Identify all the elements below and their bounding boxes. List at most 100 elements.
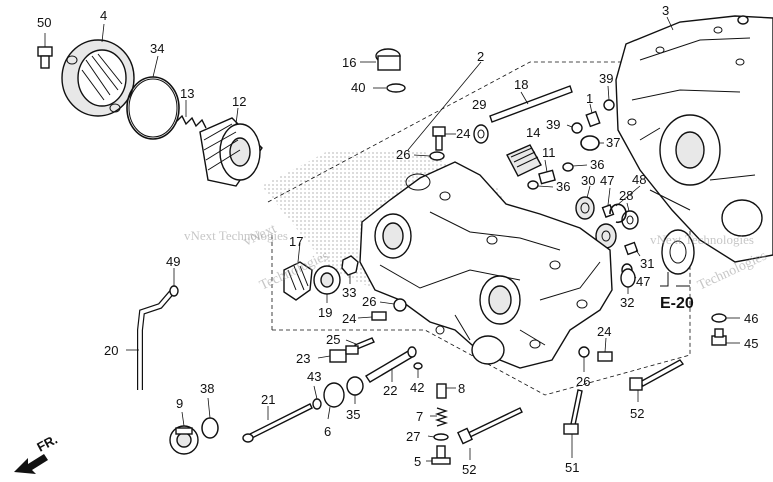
callout-9: 9 [176,396,183,411]
callout-40: 40 [351,80,365,95]
callout-14: 14 [526,125,540,140]
watermark-5: vNext Technologies [650,232,754,247]
part-52-bolt-b [629,359,685,402]
callout-26-top: 26 [396,147,410,162]
callout-31: 31 [640,256,654,271]
callout-21: 21 [261,392,275,407]
part-31-pin [624,241,641,257]
part-2-crankcase-cover [359,61,613,369]
part-12-oil-filter [199,107,263,187]
front-arrow-icon [14,454,48,474]
part-26-washer-top [413,151,445,161]
callout-47-low: 47 [636,274,650,289]
callout-49: 49 [166,254,180,269]
part-9-drain-plug [169,411,199,455]
part-24-bolt-mid [357,311,387,321]
callout-12: 12 [232,94,246,109]
callout-26-mid: 26 [362,294,376,309]
part-37-o-ring [580,135,604,151]
callout-6: 6 [324,424,331,439]
part-39-washer-b [566,122,583,134]
group-outline-bolts [272,215,691,396]
callout-50: 50 [37,15,51,30]
callout-8: 8 [458,381,465,396]
part-50-bolt [37,33,53,69]
callout-4: 4 [100,8,107,23]
part-1-pin [585,103,601,128]
part-39-washer-a [603,85,615,111]
part-11-dowel [538,159,556,185]
part-8-pin [436,383,456,399]
callout-42: 42 [410,380,424,395]
part-4-filter-cover [61,23,135,117]
callout-13: 13 [180,86,194,101]
callout-16: 16 [342,55,356,70]
part-7-spring [430,407,449,427]
part-21-rod [242,403,313,443]
part-18-shaft [489,85,573,123]
callout-33: 33 [342,285,356,300]
part-42-pin [413,362,423,378]
callout-23: 23 [296,351,310,366]
part-5-bolt [426,445,451,465]
part-19-gear [313,265,341,303]
callout-28: 28 [619,188,633,203]
part-34-o-ring [126,55,180,140]
part-40-o-ring [373,83,406,93]
part-52-bolt-a [457,407,523,460]
front-label: FR. [34,432,60,455]
callout-38: 38 [200,381,214,396]
part-23-sensor [317,345,359,363]
group-outline-2 [267,61,691,208]
callout-19: 19 [318,305,332,320]
callout-45: 45 [744,336,758,351]
watermark-1: vNext Technologies [184,228,288,243]
callout-3: 3 [662,3,669,18]
callout-37: 37 [606,135,620,150]
callout-35: 35 [346,407,360,422]
callout-32: 32 [620,295,634,310]
callout-2: 2 [477,49,484,64]
part-13-spring [175,100,207,129]
callout-24-low: 24 [597,324,611,339]
part-32-seal [620,268,636,294]
callout-51: 51 [565,460,579,475]
part-49-clip [169,268,179,297]
part-36-o-ring-a [562,162,588,172]
watermark-3: vNext [241,222,278,250]
callout-24-mid: 24 [342,311,356,326]
part-46-washer [711,313,740,323]
part-43-o-ring [312,385,322,410]
part-e20-seal [660,229,695,287]
callout-29: 29 [472,97,486,112]
callout-24-top: 24 [456,126,470,141]
part-14-plate [506,144,542,177]
part-24-bolt-lower [597,337,613,362]
part-26-washer-lower [578,346,590,372]
callout-43: 43 [307,369,321,384]
callout-52-left: 52 [462,462,476,477]
callout-46: 46 [744,311,758,326]
part-47-dowel-a [601,187,615,218]
callout-36-a: 36 [590,157,604,172]
callout-48: 48 [632,172,646,187]
part-6-collar [323,382,345,420]
callout-34: 34 [150,41,164,56]
part-38-washer [201,397,219,439]
callout-7: 7 [416,409,423,424]
callout-26-low: 26 [576,374,590,389]
callout-25: 25 [326,332,340,347]
part-3-small-bolt [737,15,749,25]
part-51-bolt [563,389,583,458]
callout-5: 5 [414,454,421,469]
part-30-bearing [575,185,595,220]
callout-27: 27 [406,429,420,444]
part-35-seal [346,376,364,404]
part-36-o-ring-b [527,180,554,190]
callout-30: 30 [581,173,595,188]
part-26-washer-mid [379,298,407,312]
part-17-strainer [283,242,313,301]
callout-22: 22 [383,383,397,398]
callout-1: 1 [586,91,593,106]
